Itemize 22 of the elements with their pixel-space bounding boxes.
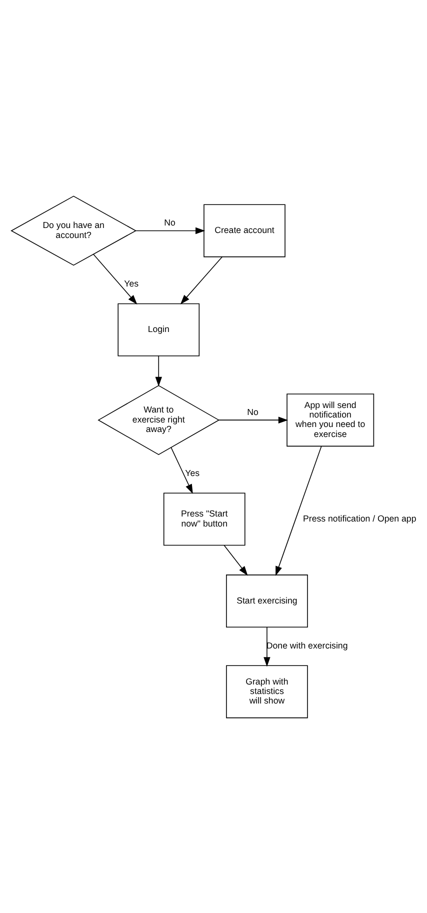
arrow <box>264 626 270 666</box>
arrow <box>224 544 248 576</box>
node-diamond: Want to exercise right away? <box>98 384 220 455</box>
node-box: Create account <box>204 204 286 257</box>
edge-label: Yes <box>124 278 139 288</box>
edge-label: No <box>164 217 176 228</box>
node-box: Start exercising <box>226 574 308 628</box>
arrow <box>135 226 206 234</box>
arrow <box>93 253 138 304</box>
arrow <box>218 416 288 423</box>
edge-label: Yes <box>185 468 200 478</box>
node-box: Login <box>118 302 200 356</box>
edge-label: Press notification / Open app <box>303 512 416 523</box>
node-box: App will send notification when you need to exercise <box>286 393 374 446</box>
arrow <box>276 445 322 576</box>
node-box: Graph with statistics will show <box>226 664 308 718</box>
arrow <box>170 446 193 494</box>
arrow <box>180 256 223 304</box>
edge-label: No <box>247 406 258 417</box>
node-box: Press "Start now" button <box>163 492 246 546</box>
node-diamond: Do you have an account? <box>10 195 137 266</box>
arrow <box>155 355 162 386</box>
